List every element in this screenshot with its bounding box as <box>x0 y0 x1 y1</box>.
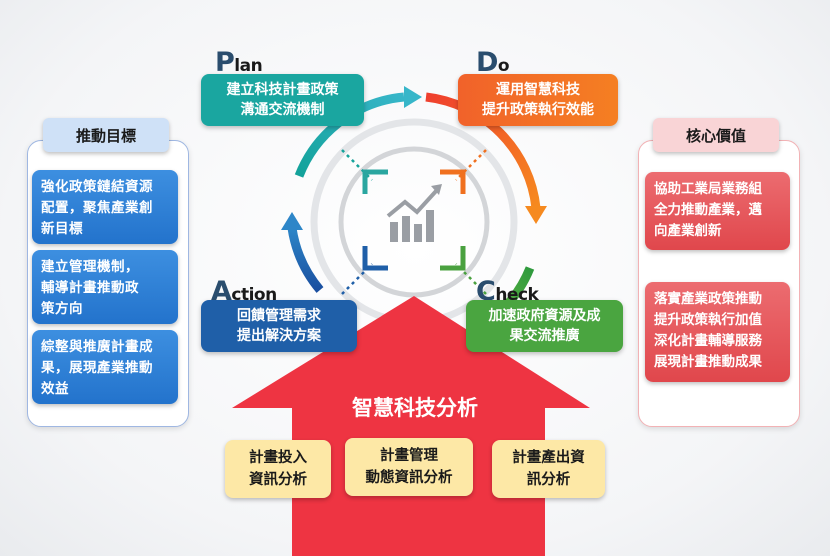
plan-line1: 建立科技計畫政策 <box>226 82 339 98</box>
action-arc <box>287 227 324 293</box>
do-arc <box>425 92 541 209</box>
do-letter: Do <box>476 47 510 78</box>
goal-card-3: 綜整與推廣計畫成 果，展現產業推動 效益 <box>32 330 178 404</box>
action-line1: 回饋管理需求 <box>237 308 321 324</box>
plan-letter: Plan <box>215 47 263 78</box>
analysis-card-output: 計畫產出資 訊分析 <box>492 440 605 498</box>
plan-line2: 溝通交流機制 <box>240 102 325 118</box>
house-title: 智慧科技分析 <box>352 396 478 420</box>
do-line2: 提升政策執行效能 <box>482 102 594 118</box>
goal-card-2: 建立管理機制， 輔導計畫推動政 策方向 <box>32 250 178 324</box>
value-card-2: 落實產業政策推動 提升政策執行加值 深化計畫輔導服務 展現計畫推動成果 <box>645 282 790 382</box>
value-card-1: 協助工業局業務組 全力推動產業，邁 向產業創新 <box>645 172 790 250</box>
do-line1: 運用智慧科技 <box>496 82 580 98</box>
action-line2: 提出解決方案 <box>237 328 321 344</box>
inner-gray-ring <box>338 146 490 298</box>
action-arrowhead <box>281 212 303 230</box>
do-box: 運用智慧科技 提升政策執行效能 <box>458 74 618 126</box>
goals-title: 推動目標 <box>43 118 169 152</box>
analysis-card-management: 計畫管理 動態資訊分析 <box>345 438 473 496</box>
plan-box: 建立科技計畫政策 溝通交流機制 <box>201 74 364 126</box>
action-box: 回饋管理需求 提出解決方案 <box>201 300 357 352</box>
check-box: 加速政府資源及成 果交流推廣 <box>466 300 623 352</box>
plan-arrowhead <box>404 86 422 108</box>
do-arrowhead <box>525 206 547 224</box>
analysis-card-input: 計畫投入 資訊分析 <box>225 440 331 498</box>
goal-card-1: 強化政策鏈結資源 配置，聚焦產業創 新目標 <box>32 170 178 244</box>
check-line2: 果交流推廣 <box>509 328 580 344</box>
trend-chart-icon <box>386 184 442 242</box>
check-line1: 加速政府資源及成 <box>488 308 601 324</box>
core-values-title: 核心價值 <box>653 118 779 152</box>
